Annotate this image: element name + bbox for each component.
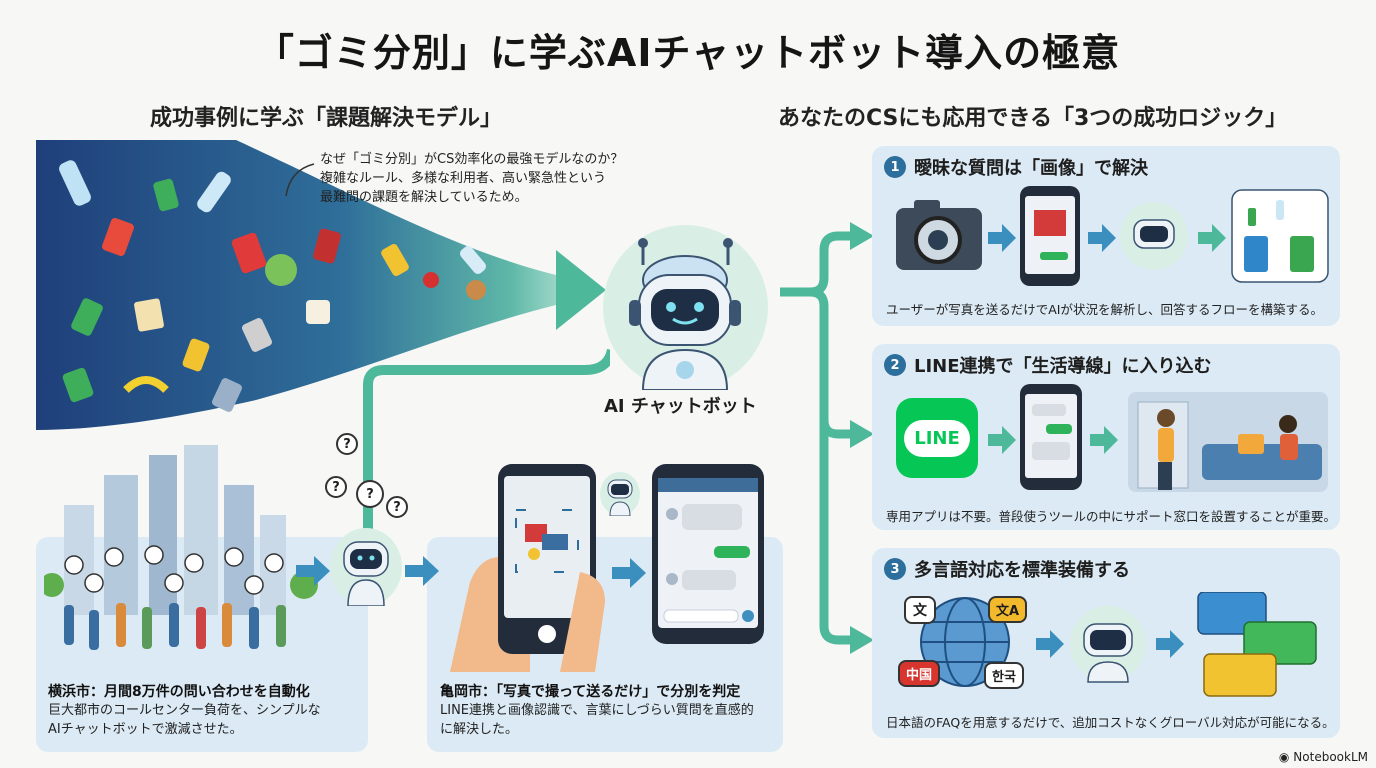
card-1-desc: ユーザーが写真を送るだけでAIが状況を解析し、回答するフローを構築する。 — [886, 302, 1323, 317]
yokohama-line-2: AIチャットボットで激減させた。 — [48, 722, 243, 737]
tiny-robot — [600, 472, 640, 517]
question-bubble: ? — [386, 496, 408, 518]
card-3-title-row: 3 多言語対応を標準装備する — [884, 556, 1130, 582]
card-1-title-row: 1 曖昧な質問は「画像」で解決 — [884, 154, 1148, 180]
connector-line — [363, 348, 610, 535]
chatbot-robot-circle — [603, 225, 768, 391]
notebooklm-text: NotebookLM — [1293, 750, 1368, 764]
question-bubble: ? — [325, 476, 347, 498]
branch-connector — [780, 222, 874, 654]
lang-bubble-2: 文A — [988, 596, 1028, 623]
notebooklm-watermark: ◉ NotebookLM — [1279, 750, 1368, 764]
kameoka-title: 亀岡市：「写真で撮って送るだけ」で分別を判定 — [440, 684, 741, 700]
chatbot-label: AI チャットボット — [604, 396, 757, 417]
logic-card-1: 1 曖昧な質問は「画像」で解決 ユーザーが写真を送るだけでAIが状況を解析し、回… — [872, 146, 1340, 326]
card-2-flow-illustration — [988, 384, 1328, 492]
card-1-flow-illustration — [896, 186, 1329, 286]
card-2-desc: 専用アプリは不要。普段使うツールの中にサポート窓口を設置することが重要。 — [886, 509, 1337, 524]
card-2-number: 2 — [884, 354, 906, 376]
line-app-icon: LINE — [896, 398, 978, 478]
card-3-flow-illustration — [1036, 592, 1317, 697]
small-robot — [330, 528, 402, 607]
card-1-number: 1 — [884, 156, 906, 178]
kameoka-line-2: に解決した。 — [440, 722, 519, 737]
chat-phone-illustration — [652, 464, 764, 644]
garbage-wave-illustration — [36, 140, 606, 430]
yokohama-title: 横浜市：月間8万件の問い合わせを自動化 — [48, 684, 310, 700]
yokohama-text: 横浜市：月間8万件の問い合わせを自動化 巨大都市のコールセンター負荷を、シンプル… — [48, 681, 368, 739]
page-title: 「ゴミ分別」に学ぶAIチャットボット導入の極意 — [255, 31, 1121, 75]
city-crowd-illustration — [44, 445, 318, 650]
lang-bubble-3: 中国 — [898, 660, 941, 687]
arrow-right-icon — [296, 556, 330, 586]
lang-bubble-4: 한국 — [984, 662, 1024, 689]
left-heading: 成功事例に学ぶ「課題解決モデル」 — [150, 106, 503, 131]
card-3-desc: 日本語のFAQを用意するだけで、追加コストなくグローバル対応が可能になる。 — [886, 715, 1335, 730]
card-1-title: 曖昧な質問は「画像」で解決 — [914, 158, 1148, 179]
logic-card-3: 3 多言語対応を標準装備する 文 文A 中国 한국 日本語のFAQを用意するだけ… — [872, 548, 1340, 738]
question-bubble: ? — [356, 480, 384, 508]
line-logo-text: LINE — [904, 419, 970, 457]
card-2-title: LINE連携で「生活導線」に入り込む — [914, 356, 1212, 377]
robot-icon — [629, 238, 741, 391]
card-3-title: 多言語対応を標準装備する — [914, 560, 1130, 581]
question-bubble: ? — [336, 433, 358, 455]
kameoka-text: 亀岡市：「写真で撮って送るだけ」で分別を判定 LINE連携と画像認識で、言葉にし… — [440, 681, 780, 739]
notebooklm-logo-icon: ◉ — [1278, 750, 1290, 764]
robot-icon — [607, 479, 633, 517]
intro-line-3: 最難問の課題を解決しているため。 — [320, 190, 528, 205]
robot-icon — [343, 541, 389, 607]
arrow-right-icon — [405, 556, 439, 586]
right-heading: あなたのCSにも応用できる「3つの成功ロジック」 — [778, 106, 1288, 131]
lang-bubble-1: 文 — [904, 596, 936, 624]
callout-line — [285, 163, 315, 197]
hand-phone-camera-illustration — [450, 464, 605, 672]
intro-line-1: なぜ「ゴミ分別」がCS効率化の最強モデルなのか？ — [320, 152, 624, 167]
arrow-right-icon — [612, 558, 646, 588]
intro-line-2: 複雑なルール、多様な利用者、高い緊急性という — [320, 171, 607, 186]
logic-card-2: 2 LINE連携で「生活導線」に入り込む LINE 専用アプリは不要。普段使うツ… — [872, 344, 1340, 530]
card-2-title-row: 2 LINE連携で「生活導線」に入り込む — [884, 352, 1212, 378]
card-3-number: 3 — [884, 558, 906, 580]
intro-text: なぜ「ゴミ分別」がCS効率化の最強モデルなのか？ 複雑なルール、多様な利用者、高… — [320, 150, 680, 207]
kameoka-line-1: LINE連携と画像認識で、言葉にしづらい質問を直感的 — [440, 703, 754, 718]
yokohama-line-1: 巨大都市のコールセンター負荷を、シンプルな — [48, 703, 321, 718]
